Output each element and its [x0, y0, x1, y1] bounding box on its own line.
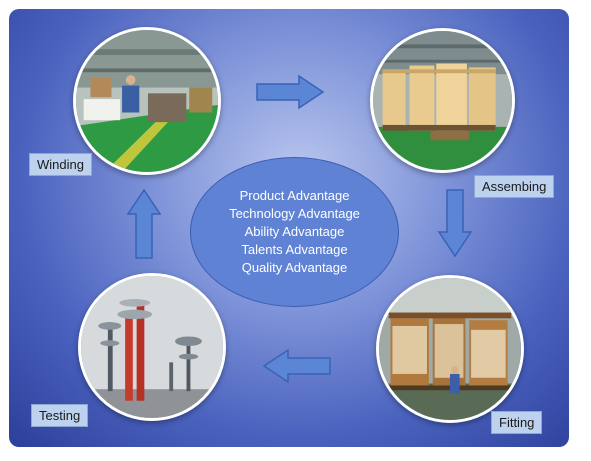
arrow-down-icon [437, 189, 473, 258]
stage-label-testing: Testing [31, 404, 89, 427]
stage-label-fitting: Fitting [491, 411, 543, 434]
arrow-right-icon [256, 74, 325, 110]
advantage-quality: Quality Advantage [241, 260, 348, 275]
arrow-left-icon [262, 348, 331, 384]
advantage-product: Product Advantage [239, 188, 350, 203]
advantage-ability: Ability Advantage [244, 224, 345, 239]
advantage-technology: Technology Advantage [229, 206, 360, 221]
stage-label-assembing: Assembing [474, 175, 555, 198]
assembing-photo [370, 28, 515, 173]
fitting-photo [376, 275, 524, 423]
arrow-up-icon [126, 188, 162, 259]
advantages-ellipse: Product Advantage Technology Advantage A… [190, 157, 399, 307]
stage-label-winding: Winding [29, 153, 92, 176]
testing-photo [78, 273, 226, 421]
advantage-talents: Talents Advantage [241, 242, 348, 257]
winding-photo [73, 27, 221, 175]
